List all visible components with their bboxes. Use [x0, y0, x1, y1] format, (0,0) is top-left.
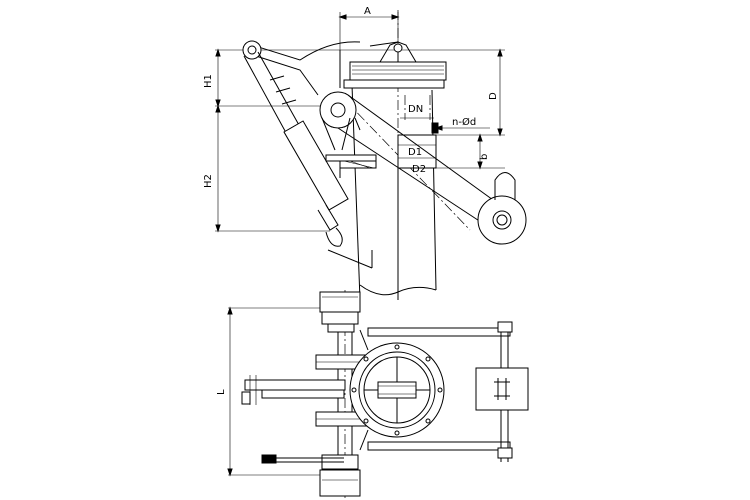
- actuator-cylinder: [243, 51, 373, 269]
- lower-plate: [325, 154, 377, 178]
- round-flange: [349, 342, 445, 438]
- elevation-view: A H1 H2 D b: [203, 6, 527, 301]
- plan-view: L: [216, 290, 529, 498]
- dimension-h: H1 H2: [203, 48, 221, 233]
- dim-label-d2: D2: [412, 164, 426, 175]
- dim-label-dn: DN: [408, 104, 423, 115]
- plan-counterweight-arms: [367, 321, 529, 462]
- dimension-l: L: [216, 306, 320, 477]
- dim-label-d1: D1: [408, 147, 422, 158]
- dim-label-l: L: [216, 389, 227, 395]
- dim-label-b: b: [479, 154, 490, 160]
- dim-label-h2: H2: [203, 174, 214, 188]
- dimension-b: b: [436, 133, 505, 170]
- dim-label-a: A: [364, 6, 371, 17]
- valve-body: DN D1 D2: [339, 10, 471, 301]
- dim-label-n-phi-d: n-Ød: [452, 116, 476, 128]
- counterweight-arm: [319, 91, 527, 245]
- spring-pack: [343, 41, 447, 89]
- bottom-flange-stack: [315, 411, 369, 497]
- dimension-d: D: [436, 48, 505, 137]
- cable: [261, 454, 344, 464]
- top-lever: [242, 40, 361, 96]
- top-flange-stack: [315, 291, 369, 370]
- plan-actuator-rod: [241, 375, 346, 405]
- dim-label-d: D: [488, 92, 499, 100]
- leader-n-phi-d: n-Ød: [434, 116, 490, 131]
- dim-label-h1: H1: [203, 74, 214, 88]
